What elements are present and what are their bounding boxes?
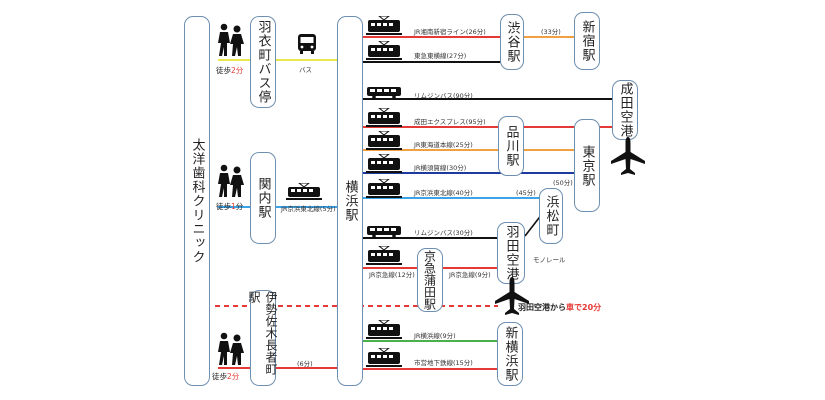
walk-time-haneicho: 徒歩2分 — [216, 66, 244, 75]
route-label-municipal-subway: 市営地下鉄線(15分) — [414, 359, 473, 367]
station-shinjuku: 新宿駅 — [574, 12, 600, 70]
walking-people-icon — [218, 23, 244, 56]
route-label-keikyu-12: JR京急線(12分) — [369, 271, 415, 279]
station-narita: 成田空港 — [612, 80, 638, 140]
train-icon — [366, 131, 402, 150]
route-label-monorail: モノレール — [533, 256, 566, 264]
station-isezakichojamachi: 伊勢佐木長者町駅 — [247, 290, 278, 386]
walking-people-icon — [218, 332, 244, 365]
bus-icon — [367, 87, 401, 99]
station-shibuya: 渋谷駅 — [500, 14, 524, 70]
route-label-bus: バス — [299, 66, 312, 74]
train-icon — [366, 348, 402, 367]
station-kannai: 関内駅 — [250, 152, 276, 244]
route-label-subway-6: (6分) — [297, 360, 313, 368]
bus-icon — [367, 226, 401, 238]
route-label-45: (45分) — [516, 189, 536, 197]
station-haneda: 羽田空港 — [497, 222, 525, 284]
route-label-50: (50分) — [553, 179, 573, 187]
station-haneicho-bus: 羽衣町バス停 — [250, 16, 276, 108]
route-label-tokaido: JR東海道本線(25分) — [414, 141, 473, 149]
route-label-yokohama-line: JR横浜線(9分) — [414, 332, 456, 340]
route-label-keihin-kannai: JR京浜東北線(5分) — [281, 205, 336, 213]
train-icon — [366, 41, 402, 60]
station-tokyo: 東京駅 — [574, 119, 600, 212]
route-label-limousine-narita: リムジンバス(90分) — [414, 92, 473, 100]
airplane-icon — [611, 137, 645, 175]
route-label-yokosuka: JR横須賀線(30分) — [414, 164, 467, 172]
train-icon — [366, 246, 402, 265]
train-icon — [366, 108, 402, 127]
station-shinagawa: 品川駅 — [498, 116, 524, 176]
route-label-shonan-shinjuku: JR湘南新宿ライン(26分) — [414, 28, 486, 36]
walk-time-isezaki: 徒歩2分 — [212, 372, 240, 381]
bus-icon — [298, 34, 316, 54]
haneda-car-note: 羽田空港から車で20分 — [518, 303, 602, 312]
station-shin-yokohama: 新横浜駅 — [497, 322, 523, 386]
train-icon — [366, 179, 402, 198]
station-yokohama: 横浜駅 — [337, 16, 363, 386]
route-label-33: (33分) — [541, 28, 561, 36]
airplane-icon — [495, 277, 529, 315]
route-label-limousine-haneda: リムジンバス(30分) — [414, 229, 473, 237]
route-label-keihin: JR京浜東北線(40分) — [414, 189, 473, 197]
walk-time-kannai: 徒歩1分 — [216, 202, 244, 211]
station-hamamatsucho: 浜松町 — [539, 188, 563, 244]
train-icon — [366, 320, 402, 339]
train-icon — [366, 16, 402, 35]
walking-people-icon — [218, 164, 244, 197]
station-clinic: 太洋歯科クリニック — [184, 16, 210, 386]
station-keikyu-kamata: 京急蒲田駅 — [417, 248, 443, 312]
route-label-narita-express: 成田エクスプレス(95分) — [414, 118, 486, 126]
route-label-keikyu-9: JR京急線(9分) — [449, 271, 491, 279]
train-icon — [286, 183, 322, 200]
train-icon — [366, 154, 402, 173]
route-label-toyoko: 東急東横線(27分) — [414, 52, 467, 60]
